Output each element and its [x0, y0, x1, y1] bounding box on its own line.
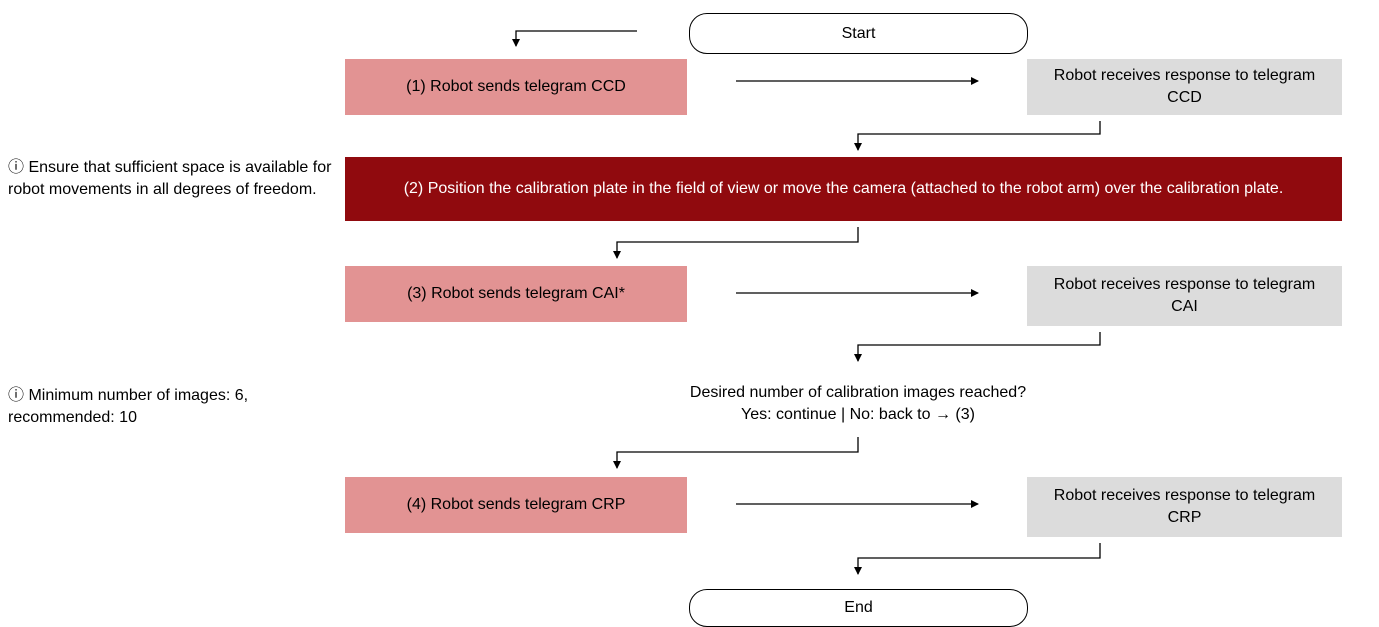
step-cai-receive: Robot receives response to telegram CAI — [1027, 266, 1342, 326]
start-label: Start — [841, 24, 876, 42]
step-ccd-receive-label: Robot receives response to telegram CCD — [1053, 67, 1316, 106]
note-images: ⓘ Minimum number of images: 6, recommend… — [8, 385, 328, 429]
arrow-position-to-cai — [613, 227, 859, 259]
decision-question: Desired number of calibration images rea… — [689, 384, 1027, 401]
note-images-text: ⓘ Minimum number of images: 6, recommend… — [8, 387, 249, 426]
arrow-crp-recv-to-end — [854, 543, 1101, 575]
arrow-cai-recv-to-decision — [854, 332, 1101, 362]
note-space-text: ⓘ Ensure that sufficient space is availa… — [8, 159, 332, 198]
arrow-decision-to-crp — [613, 437, 859, 469]
step-cai-send-label: (3) Robot sends telegram CAI* — [407, 285, 625, 302]
step-cai-receive-label: Robot receives response to telegram CAI — [1053, 276, 1316, 315]
arrow-ccd-recv-to-position — [854, 121, 1101, 151]
arrow-start-to-ccd — [512, 30, 637, 47]
decision-options: Yes: continue | No: back to → (3) — [741, 406, 975, 423]
step-ccd-send-label: (1) Robot sends telegram CCD — [406, 78, 626, 95]
step-crp-send: (4) Robot sends telegram CRP — [345, 477, 687, 533]
end-label: End — [844, 599, 873, 616]
start-terminal: Start — [689, 13, 1028, 54]
note-space: ⓘ Ensure that sufficient space is availa… — [8, 157, 343, 201]
step-cai-send: (3) Robot sends telegram CAI* — [345, 266, 687, 322]
step-crp-receive: Robot receives response to telegram CRP — [1027, 477, 1342, 537]
step-position-plate-label: (2) Position the calibration plate in th… — [403, 180, 1284, 197]
step-crp-send-label: (4) Robot sends telegram CRP — [406, 496, 626, 513]
end-terminal: End — [689, 589, 1028, 627]
decision-text: Desired number of calibration images rea… — [520, 382, 1196, 426]
step-position-plate: (2) Position the calibration plate in th… — [345, 157, 1342, 221]
step-ccd-receive: Robot receives response to telegram CCD — [1027, 59, 1342, 115]
step-crp-receive-label: Robot receives response to telegram CRP — [1053, 487, 1316, 526]
step-ccd-send: (1) Robot sends telegram CCD — [345, 59, 687, 115]
